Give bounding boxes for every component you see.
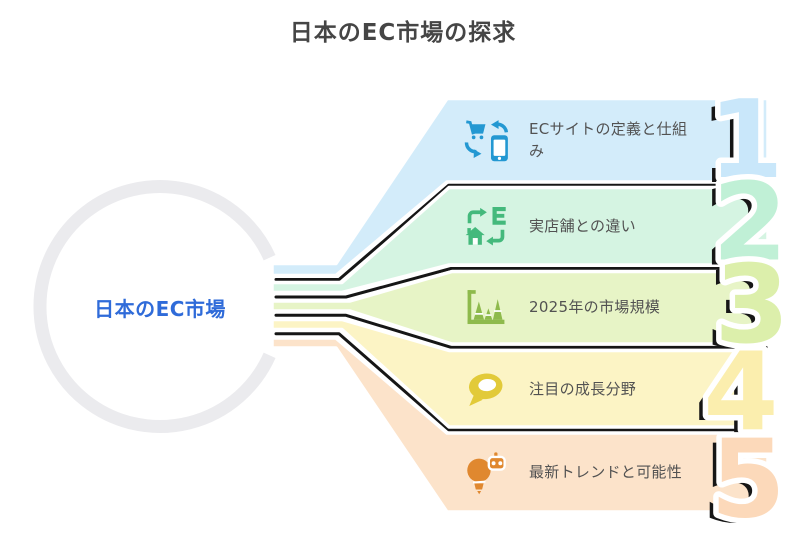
- band-divider-line-1: [274, 183, 768, 281]
- idea-bulb-robot-icon: [460, 447, 512, 499]
- band-label-1: ECサイトの定義と仕組 み: [529, 119, 688, 161]
- band-shape-3: [270, 269, 770, 346]
- svg-text:4: 4: [703, 331, 778, 456]
- band-shape-2: [270, 185, 770, 295]
- band-label-5: 最新トレンドと可能性: [529, 463, 683, 482]
- band-label-2: 実店舗との違い: [529, 217, 636, 236]
- band-divider-line-3: [274, 313, 768, 349]
- band-item-2: 実店舗との違い: [460, 188, 710, 265]
- growth-chart-icon: [460, 282, 512, 334]
- svg-text:5: 5: [710, 418, 785, 543]
- band-label-4: 注目の成長分野: [529, 379, 637, 398]
- band-item-1: ECサイトの定義と仕組 み: [460, 98, 710, 182]
- band-number-1: 1 1 1: [699, 73, 789, 209]
- band-item-3: 2025年の市場規模: [460, 271, 710, 344]
- svg-text:3: 3: [714, 243, 789, 368]
- svg-text:4: 4: [694, 336, 769, 461]
- band-number-5: 5 5 5: [701, 412, 791, 548]
- center-circle-ring: [33, 180, 276, 433]
- svg-text:3: 3: [714, 243, 789, 368]
- svg-text:2: 2: [703, 166, 778, 291]
- band-shape-5: [270, 336, 770, 514]
- svg-text:5: 5: [710, 418, 785, 543]
- cart-phone-sync-icon: [460, 114, 512, 166]
- band-number-4: 4 4 4: [694, 325, 784, 461]
- band-item-4: 注目の成長分野: [460, 351, 710, 427]
- svg-text:3: 3: [705, 248, 780, 373]
- svg-text:1: 1: [708, 78, 783, 203]
- svg-text:5: 5: [701, 423, 776, 548]
- band-divider-line-2: [274, 267, 768, 299]
- svg-text:1: 1: [708, 78, 783, 203]
- band-shape-4: [270, 317, 770, 429]
- band-item-5: 最新トレンドと可能性: [460, 433, 710, 512]
- band-shape-1: [270, 96, 770, 278]
- center-circle-label: 日本のEC市場: [94, 297, 226, 321]
- svg-text:2: 2: [712, 161, 787, 286]
- svg-text:1: 1: [699, 83, 774, 208]
- svg-text:2: 2: [712, 161, 787, 286]
- band-number-3: 3 3 3: [705, 238, 795, 374]
- band-divider-line-4: [274, 332, 768, 432]
- band-label-3: 2025年の市場規模: [529, 298, 661, 317]
- store-home-exchange-icon: [460, 201, 512, 253]
- band-number-2: 2 2 2: [703, 155, 793, 291]
- page-title: 日本のEC市場の探求: [289, 20, 517, 46]
- speech-bubble-icon: [460, 363, 512, 415]
- svg-text:4: 4: [703, 331, 778, 456]
